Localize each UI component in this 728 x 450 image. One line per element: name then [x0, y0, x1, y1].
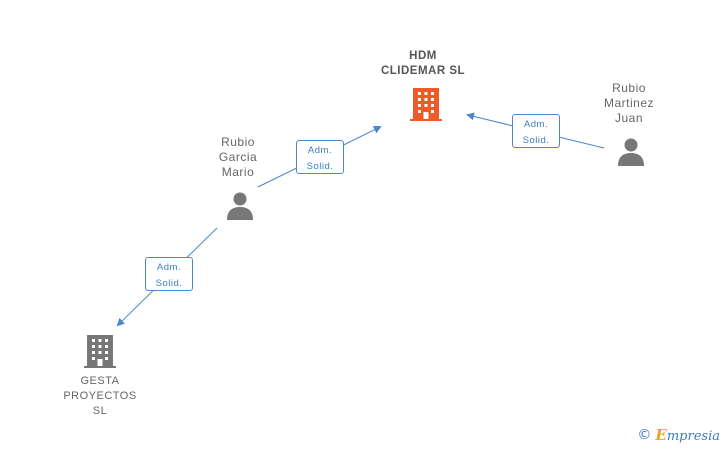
person-icon[interactable] [225, 190, 255, 220]
company-gesta-label[interactable]: GESTA PROYECTOS SL [63, 375, 137, 417]
person-rubio-martinez-label[interactable]: Rubio Martinez Juan [603, 81, 654, 125]
person-rubio-garcia-label[interactable]: Rubio Garcia Mario [218, 135, 258, 179]
edge-label-badge[interactable]: Adm. Solid. [145, 257, 193, 291]
building-icon[interactable] [410, 86, 442, 122]
edge-label-badge[interactable]: Adm. Solid. [512, 114, 560, 148]
brand-initial: E [655, 426, 667, 444]
brand-logo: © Empresia [637, 426, 720, 444]
brand-name: mpresia [666, 429, 720, 444]
company-hdm-label[interactable]: HDM CLIDEMAR SL [380, 50, 466, 77]
copyright-symbol: © [637, 427, 652, 443]
building-icon[interactable] [84, 333, 116, 369]
edge-label-badge[interactable]: Adm. Solid. [296, 140, 344, 174]
person-icon[interactable] [616, 136, 646, 166]
